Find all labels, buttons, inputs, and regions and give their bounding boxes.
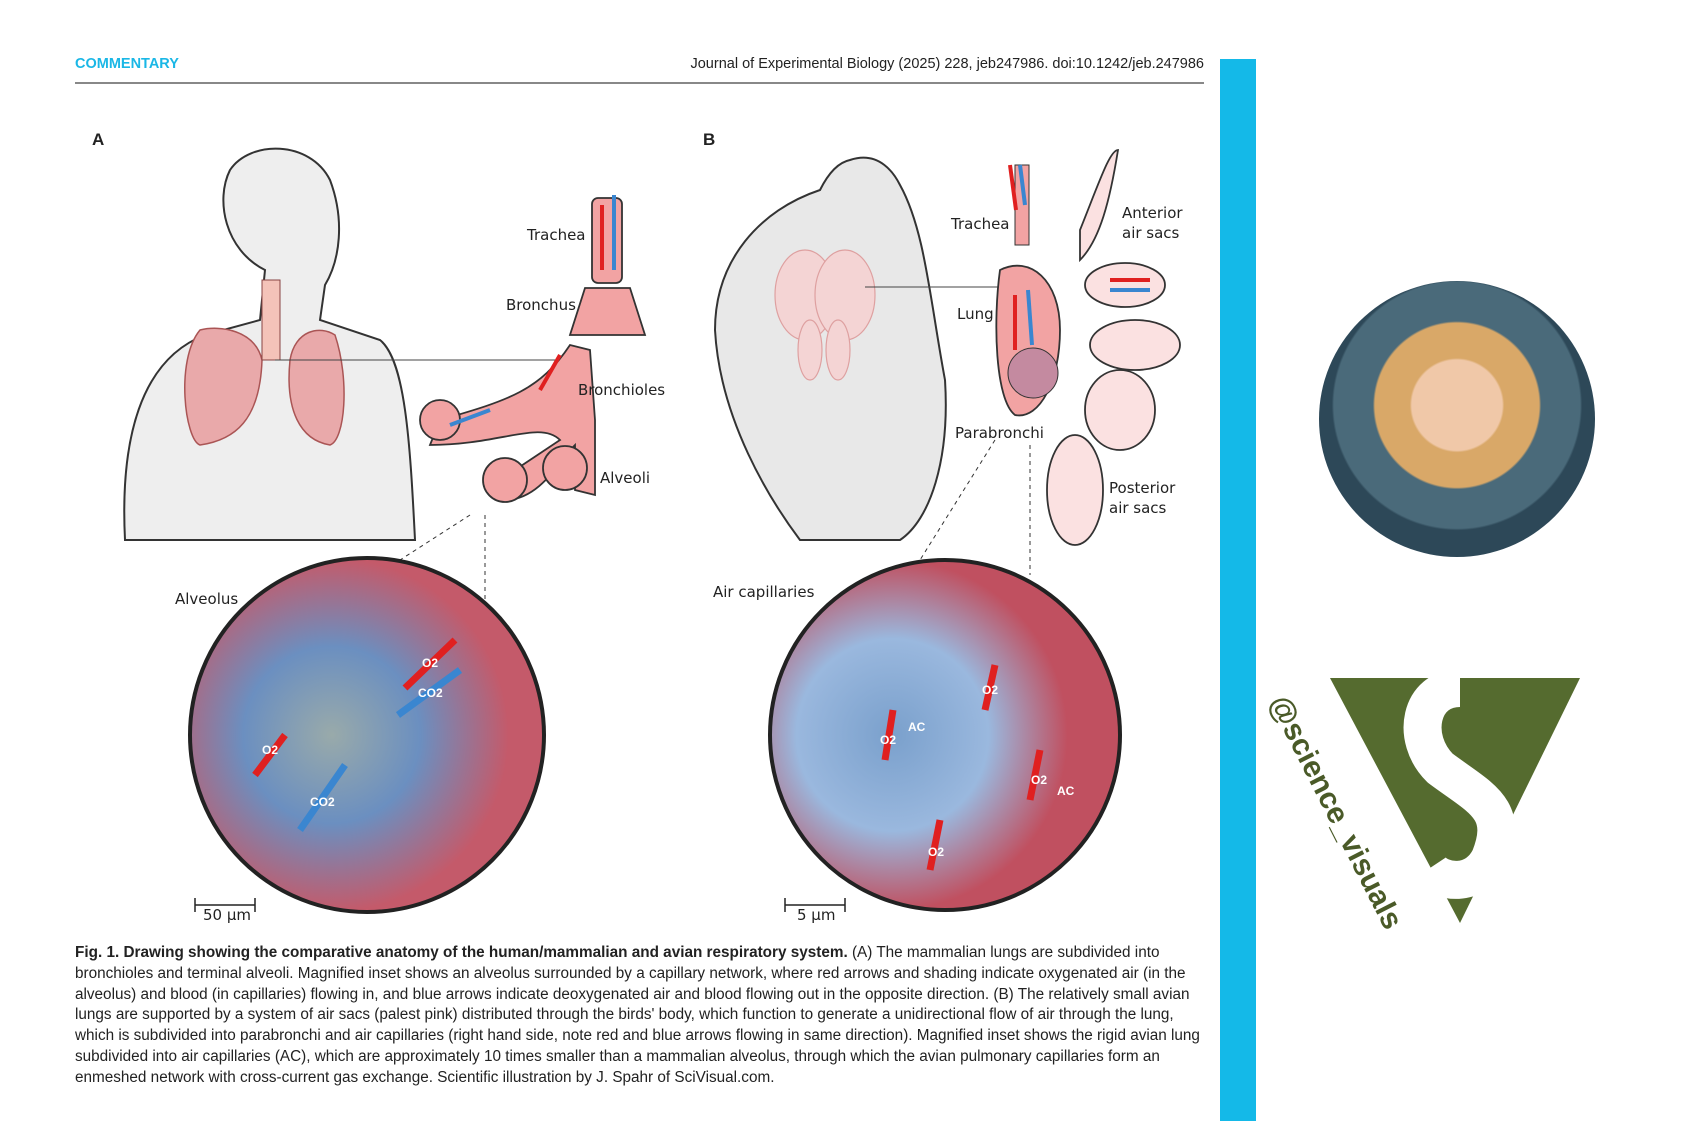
header-rule xyxy=(75,82,1204,84)
science-visuals-logo xyxy=(1330,678,1580,923)
inset-b-ac-2: AC xyxy=(1057,784,1075,798)
label-trachea-b: Trachea xyxy=(951,215,1010,233)
label-anterior-air-sacs-1: Anterior xyxy=(1122,204,1183,222)
bird-airflow-arrows xyxy=(1008,164,1150,350)
inset-leader-lines xyxy=(399,439,1031,600)
caption-body: (A) The mammalian lungs are subdivided i… xyxy=(75,944,1200,1086)
label-parabronchi: Parabronchi xyxy=(955,424,1044,442)
inset-b-o2-3: O2 xyxy=(1031,773,1048,787)
inset-b-ac-1: AC xyxy=(908,720,926,734)
inset-b-o2-2: O2 xyxy=(982,683,999,697)
scale-bar-b: 5 µm xyxy=(797,906,836,924)
scale-bars xyxy=(194,898,846,912)
panel-b-letter: B xyxy=(703,130,716,149)
human-trachea xyxy=(261,279,281,361)
scale-bar-a: 50 µm xyxy=(203,906,252,924)
label-air-capillaries: Air capillaries xyxy=(713,583,815,601)
air-capillaries-inset xyxy=(768,558,1122,912)
author-portrait xyxy=(1319,281,1595,557)
label-trachea-a: Trachea xyxy=(527,226,586,244)
label-alveoli: Alveoli xyxy=(600,469,651,487)
inset-b-o2-4: O2 xyxy=(928,845,945,859)
air-sacs xyxy=(1046,149,1181,546)
panel-a-letter: A xyxy=(92,130,105,149)
human-lungs xyxy=(184,327,345,446)
figure-caption: Fig. 1. Drawing showing the comparative … xyxy=(75,943,1210,1089)
figure-illustration xyxy=(123,147,1181,914)
airflow-arrows xyxy=(449,195,616,427)
label-posterior-air-sacs-1: Posterior xyxy=(1109,479,1176,497)
inset-a-co2-top: CO2 xyxy=(418,686,443,700)
alveolus-inset xyxy=(188,556,546,914)
inset-b-o2-1: O2 xyxy=(880,733,897,747)
parabronchus-cross-section xyxy=(1007,347,1059,399)
label-alveolus: Alveolus xyxy=(175,590,239,608)
bird-lungs-outline xyxy=(774,249,876,381)
caption-title: Fig. 1. Drawing showing the comparative … xyxy=(75,944,848,961)
label-lung: Lung xyxy=(957,305,994,323)
inset-a-co2-center: CO2 xyxy=(310,795,335,809)
accent-bar xyxy=(1220,59,1256,1121)
label-posterior-air-sacs-2: air sacs xyxy=(1109,499,1167,517)
label-anterior-air-sacs-2: air sacs xyxy=(1122,224,1180,242)
inset-a-o2-left: O2 xyxy=(262,743,279,757)
label-bronchioles: Bronchioles xyxy=(578,381,666,399)
citation: Journal of Experimental Biology (2025) 2… xyxy=(690,56,1204,72)
section-label: COMMENTARY xyxy=(75,56,179,72)
inset-a-o2-top: O2 xyxy=(422,656,439,670)
label-bronchus: Bronchus xyxy=(506,296,576,314)
